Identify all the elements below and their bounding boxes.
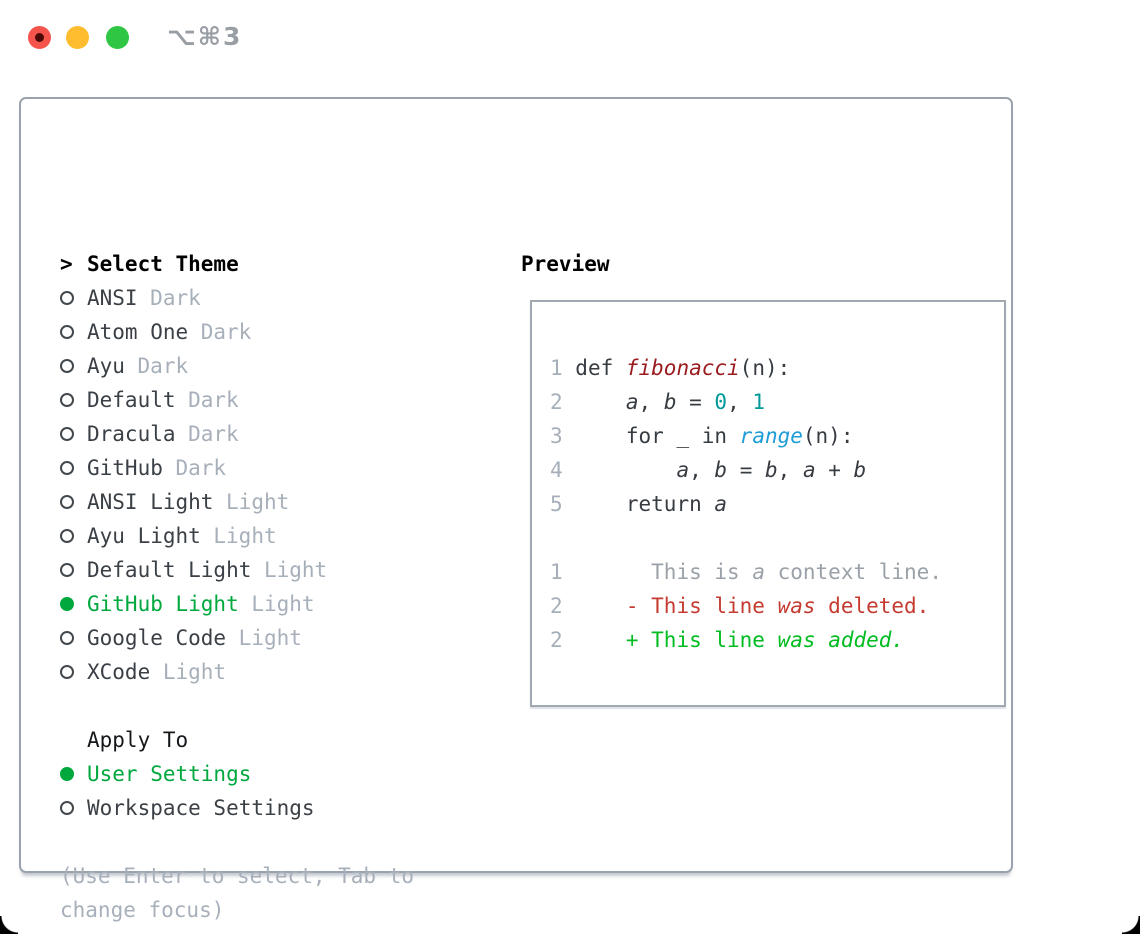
theme-option-default[interactable]: Default Dark <box>60 383 414 417</box>
hint-text-line-2: change focus) <box>60 898 225 922</box>
window-corner-bottom-right <box>1122 916 1140 934</box>
radio-on-icon <box>60 597 87 611</box>
option-label: User Settings <box>87 762 252 786</box>
code-line: 2 - This line was deleted. <box>550 594 930 618</box>
radio-off-icon <box>60 631 87 645</box>
theme-option-github[interactable]: GitHub Dark <box>60 451 414 485</box>
theme-option-ayu-light[interactable]: Ayu Light Light <box>60 519 414 553</box>
theme-menu-header: > Select Theme <box>60 247 414 281</box>
code-line <box>550 521 942 555</box>
apply-to-title: Apply To <box>87 728 189 752</box>
radio-off-icon <box>60 427 87 441</box>
theme-option-atom-one[interactable]: Atom One Dark <box>60 315 414 349</box>
code-line: 3 for _ in range(n): <box>550 424 854 448</box>
preview-code: 1 def fibonacci(n): 2 a, b = 0, 1 3 for _ … <box>550 351 942 657</box>
theme-variant-label: Light <box>226 490 290 514</box>
theme-variant-label: Light <box>263 558 328 582</box>
option-label: XCode <box>87 660 151 684</box>
option-label: Ayu <box>87 354 125 378</box>
cursor-chevron-icon: > <box>60 252 73 276</box>
theme-variant-label: Light <box>251 592 315 616</box>
radio-off-icon <box>60 359 87 373</box>
minimize-button-icon[interactable] <box>66 26 89 49</box>
spacer <box>60 825 414 859</box>
theme-variant-label: Light <box>162 660 227 684</box>
theme-menu-title: Select Theme <box>87 252 239 276</box>
spacer <box>60 689 414 723</box>
theme-option-ansi[interactable]: ANSI Dark <box>60 281 414 315</box>
apply-to-header: Apply To <box>60 723 414 757</box>
code-line: 1 This is a context line. <box>550 560 942 584</box>
hint-text-line-1: (Use Enter to select, Tab to <box>60 864 415 888</box>
preview-box: 1 def fibonacci(n): 2 a, b = 0, 1 3 for _ … <box>530 300 1006 707</box>
window-corner-bottom-left <box>0 916 18 934</box>
radio-off-icon <box>60 495 87 509</box>
theme-option-github-light[interactable]: GitHub Light Light <box>60 587 414 621</box>
theme-variant-label: Dark <box>137 354 189 378</box>
theme-option-ayu[interactable]: Ayu Dark <box>60 349 414 383</box>
option-label: ANSI <box>87 286 138 310</box>
option-label: Atom One <box>87 320 189 344</box>
theme-variant-label: Dark <box>188 422 239 446</box>
option-label: Default Light <box>87 558 252 582</box>
code-line: 5 return a <box>550 492 728 516</box>
theme-option-default-light[interactable]: Default Light Light <box>60 553 414 587</box>
radio-off-icon <box>60 563 87 577</box>
code-line: 4 a, b = b, a + b <box>550 458 867 482</box>
radio-off-icon <box>60 461 87 475</box>
theme-variant-label: Light <box>238 626 302 650</box>
window-title: ⌥⌘3 <box>167 22 243 51</box>
zoom-button-icon[interactable] <box>106 26 129 49</box>
option-label: ANSI Light <box>87 490 214 514</box>
option-label: GitHub <box>87 456 163 480</box>
radio-off-icon <box>60 325 87 339</box>
theme-variant-label: Light <box>213 524 277 548</box>
theme-variant-label: Dark <box>188 388 239 412</box>
code-line: 2 + This line was added. <box>550 628 905 652</box>
option-label: GitHub Light <box>87 592 239 616</box>
preview-title: Preview <box>521 252 610 276</box>
radio-on-icon <box>60 767 87 781</box>
theme-variant-label: Dark <box>150 286 201 310</box>
theme-option-google-code[interactable]: Google Code Light <box>60 621 414 655</box>
radio-off-icon <box>60 291 87 305</box>
option-label: Dracula <box>87 422 176 446</box>
apply-option-workspace-settings[interactable]: Workspace Settings <box>60 791 414 825</box>
close-button-icon[interactable] <box>28 26 51 49</box>
code-line: 1 def fibonacci(n): <box>550 356 791 380</box>
theme-option-xcode[interactable]: XCode Light <box>60 655 414 689</box>
option-label: Ayu Light <box>87 524 201 548</box>
theme-variant-label: Dark <box>200 320 252 344</box>
theme-option-ansi-light[interactable]: ANSI Light Light <box>60 485 414 519</box>
theme-variant-label: Dark <box>175 456 227 480</box>
theme-option-dracula[interactable]: Dracula Dark <box>60 417 414 451</box>
code-line: 2 a, b = 0, 1 <box>550 390 766 414</box>
option-label: Google Code <box>87 626 227 650</box>
radio-off-icon <box>60 529 87 543</box>
radio-off-icon <box>60 801 87 815</box>
radio-off-icon <box>60 665 87 679</box>
radio-off-icon <box>60 393 87 407</box>
apply-option-user-settings[interactable]: User Settings <box>60 757 414 791</box>
option-label: Default <box>87 388 176 412</box>
option-label: Workspace Settings <box>87 796 315 820</box>
